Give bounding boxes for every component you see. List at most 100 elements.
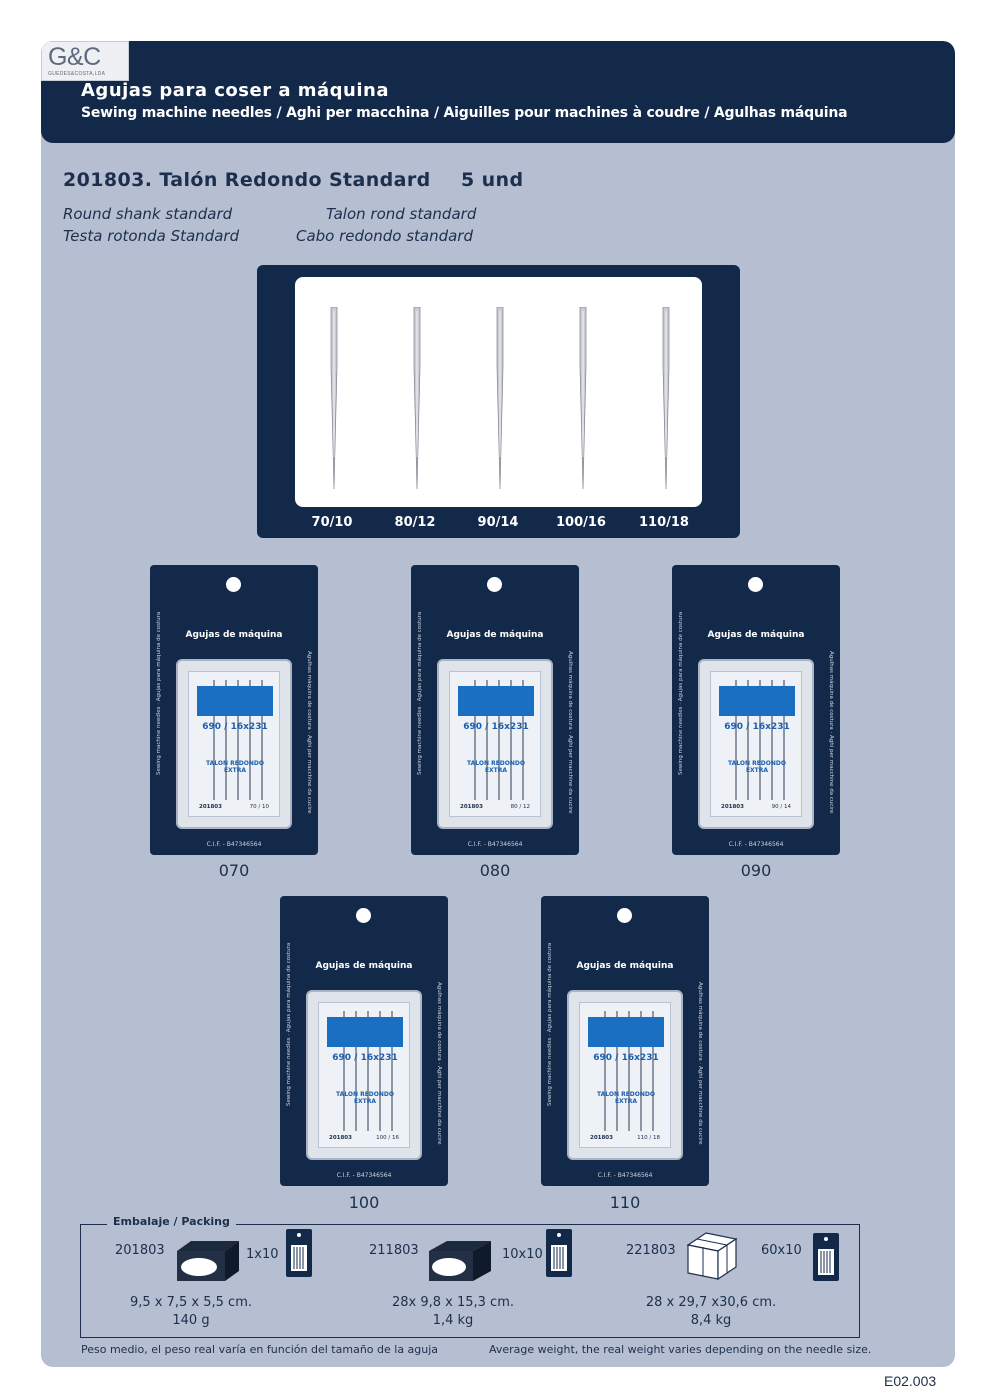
hang-hole [226,577,241,592]
packing-code: 221803 [626,1243,676,1258]
logo-text: G&C [48,43,101,71]
packing-weight: 8,4 kg [690,1313,732,1328]
hang-hole [356,908,371,923]
cif-number: C.I.F. - B47346564 [467,841,523,848]
needle-case-insert: 690 / 16x231 TALON REDONDO EXTRA 201803 … [318,1002,410,1148]
long-box-icon [429,1241,491,1281]
pack-label: 110 [609,1193,641,1212]
hang-hole [617,908,632,923]
packing-qty: 60x10 [761,1243,802,1258]
blister-pack-080: Agujas de máquina Sewing machine needles… [411,565,579,855]
pack-label: 100 [348,1193,380,1212]
pack-side-text: Sewing machine needles · Agujas para máq… [156,611,162,775]
product-name-it: Testa rotonda Standard [63,227,240,245]
packing-dimensions: 9,5 x 7,5 x 5,5 cm. [129,1295,252,1310]
case-type-text: TALON REDONDO EXTRA [206,760,264,774]
needle-case-insert: 690 / 16x231 TALON REDONDO EXTRA 201803 … [449,671,541,817]
needle-size-label: 70/10 [311,515,353,530]
case-size: 80 / 12 [510,804,530,810]
blister-pack-100: Agujas de máquina Sewing machine needles… [280,896,448,1186]
needle-case: 690 / 16x231 TALON REDONDO EXTRA 201803 … [698,659,814,829]
logo-subtext: GUEDES&COSTA,LDA [48,71,106,77]
pack-label: 080 [479,861,511,880]
pack-title: Agujas de máquina [576,961,674,971]
cif-number: C.I.F. - B47346564 [597,1172,653,1179]
case-reference: 201803 [329,1135,352,1141]
case-label-band [197,686,273,716]
blister-pack-090: Agujas de máquina Sewing machine needles… [672,565,840,855]
pack-side-text: Agulhas máquina de costura · Aghi per ma… [436,982,442,1145]
pack-title: Agujas de máquina [185,630,283,640]
product-name-fr: Talon rond standard [326,205,477,223]
packing-qty: 1x10 [246,1247,279,1262]
header-bar: G&C GUEDES&COSTA,LDA Agujas para coser a… [41,41,955,143]
needle-system-code: 690 / 16x231 [463,722,529,732]
pack-title: Agujas de máquina [707,630,805,640]
pack-side-text: Sewing machine needles · Agujas para máq… [547,942,553,1106]
case-label-band [719,686,795,716]
pack-side-text: Agulhas máquina de costura · Aghi per ma… [567,651,573,814]
needle-case: 690 / 16x231 TALON REDONDO EXTRA 201803 … [176,659,292,829]
case-reference: 201803 [460,804,483,810]
pack-side-text: Agulhas máquina de costura · Aghi per ma… [697,982,703,1145]
packing-dimensions: 28 x 29,7 x30,6 cm. [645,1295,777,1310]
needle-case-insert: 690 / 16x231 TALON REDONDO EXTRA 201803 … [710,671,802,817]
needle-case-insert: 690 / 16x231 TALON REDONDO EXTRA 201803 … [188,671,280,817]
case-label-band [588,1017,664,1047]
needle-size-label: 90/14 [477,515,519,530]
pack-side-text: Agulhas máquina de costura · Aghi per ma… [828,651,834,814]
needle-size-label: 80/12 [394,515,436,530]
footer-note-en: Average weight, the real weight varies d… [489,1343,872,1356]
case-reference: 201803 [199,804,222,810]
case-label-band [458,686,534,716]
case-size: 70 / 10 [249,804,269,810]
pack-title: Agujas de máquina [446,630,544,640]
packing-qty: 10x10 [502,1247,543,1262]
case-type-text: TALON REDONDO EXTRA [728,760,786,774]
pack-side-text: Sewing machine needles · Agujas para máq… [286,942,292,1106]
product-name-en: Round shank standard [63,205,233,223]
page-code: E02.003 [884,1373,937,1389]
page-title: Agujas para coser a máquina [81,80,389,101]
needle-case-insert: 690 / 16x231 TALON REDONDO EXTRA 201803 … [579,1002,671,1148]
product-title: 201803. Talón Redondo Standard [63,169,431,191]
case-reference: 201803 [590,1135,613,1141]
blister-pack-070: Agujas de máquina Sewing machine needles… [150,565,318,855]
pack-title: Agujas de máquina [315,961,413,971]
needle-system-code: 690 / 16x231 [724,722,790,732]
needle-size-label: 110/18 [639,515,689,530]
needle-icon [413,307,421,489]
needle-icon [496,307,504,489]
blister-pack-110: Agujas de máquina Sewing machine needles… [541,896,709,1186]
pack-side-text: Agulhas máquina de costura · Aghi per ma… [306,651,312,814]
case-size: 90 / 14 [771,804,791,810]
needle-case: 690 / 16x231 TALON REDONDO EXTRA 201803 … [306,990,422,1160]
case-size: 110 / 18 [637,1135,660,1141]
packing-code: 211803 [369,1243,419,1258]
case-type-text: TALON REDONDO EXTRA [597,1091,655,1105]
pack-side-text: Sewing machine needles · Agujas para máq… [678,611,684,775]
needle-display-area [295,277,702,507]
pack-label: 090 [740,861,772,880]
needle-system-code: 690 / 16x231 [202,722,268,732]
needle-case: 690 / 16x231 TALON REDONDO EXTRA 201803 … [567,990,683,1160]
needle-card-icon [546,1229,572,1277]
pack-label: 070 [218,861,250,880]
product-name-pt: Cabo redondo standard [296,227,473,245]
brand-logo: G&C GUEDES&COSTA,LDA [41,41,129,81]
needle-card-icon [286,1229,312,1277]
cif-number: C.I.F. - B47346564 [728,841,784,848]
needle-showcase: 70/10 80/12 90/14 100/16 110/18 [257,265,740,538]
carton-box-icon [686,1232,738,1281]
case-label-band [327,1017,403,1047]
needle-size-label: 100/16 [556,515,606,530]
packing-weight: 140 g [172,1313,210,1328]
footer-note-es: Peso medio, el peso real varía en funció… [81,1343,439,1356]
cif-number: C.I.F. - B47346564 [206,841,262,848]
small-box-icon [177,1241,239,1281]
needle-system-code: 690 / 16x231 [332,1053,398,1063]
catalog-panel: G&C GUEDES&COSTA,LDA Agujas para coser a… [41,41,955,1367]
needle-icon [662,307,670,489]
hang-hole [748,577,763,592]
packing-weight: 1,4 kg [432,1313,474,1328]
